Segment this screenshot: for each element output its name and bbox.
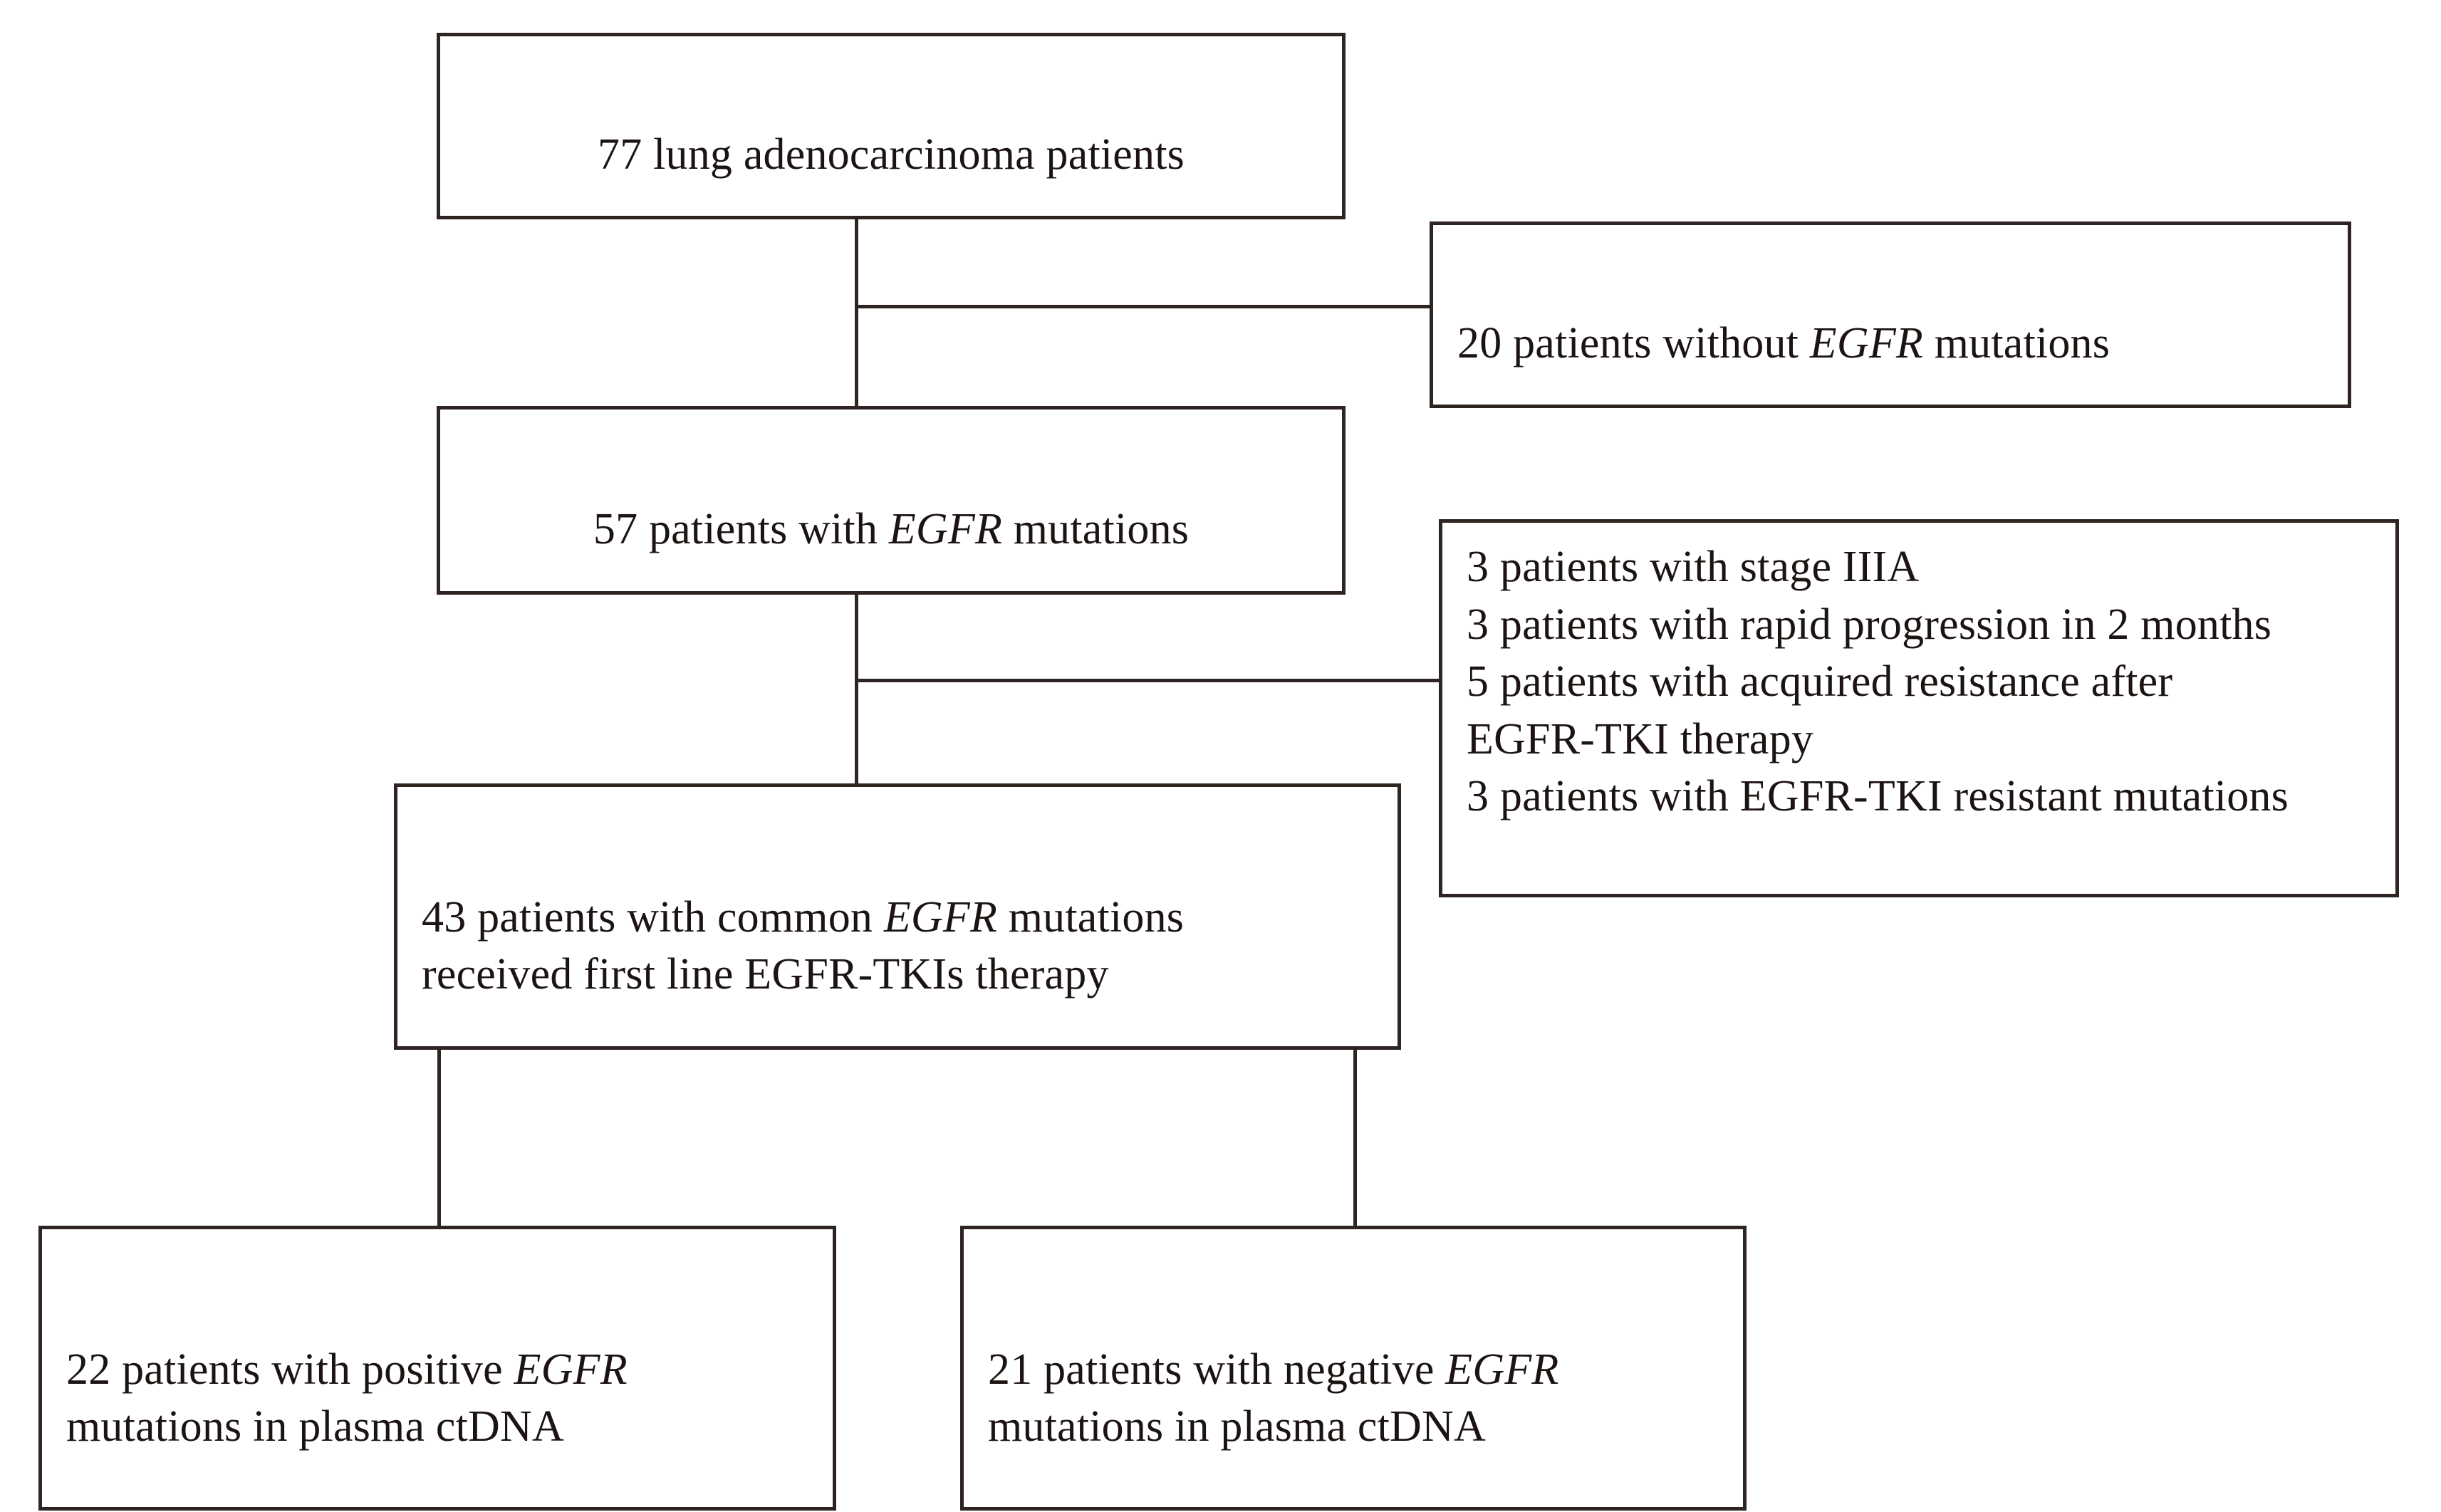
node-common-mutations-prefix: 43 patients with common: [422, 892, 884, 942]
node-egfr-mutations-suffix: mutations: [1002, 504, 1190, 553]
node-ctdna-negative: 21 patients with negative EGFR mutations…: [960, 1226, 1747, 1511]
node-egfr-mutations: 57 patients with EGFR mutations: [437, 406, 1346, 595]
node-excluded-no-egfr-label: 20 patients without EGFR mutations: [1433, 257, 2348, 372]
node-ctdna-negative-suffix: mutations in plasma ctDNA: [988, 1402, 1486, 1451]
connector-egfr-to-common: [855, 593, 858, 786]
node-egfr-mutations-prefix: 57 patients with: [593, 504, 889, 553]
gene-name-egfr: EGFR: [888, 504, 1003, 553]
node-total-cohort: 77 lung adenocarcinoma patients: [437, 33, 1346, 219]
node-excluded-other-label: 3 patients with stage IIIA 3 patients wi…: [1467, 543, 2289, 821]
node-common-mutations-label: 43 patients with common EGFR mutations r…: [397, 787, 1398, 1003]
node-ctdna-positive-label: 22 patients with positive EGFR mutations…: [42, 1229, 833, 1456]
node-excluded-no-egfr-prefix: 20 patients without: [1457, 319, 1810, 367]
node-ctdna-negative-prefix: 21 patients with negative: [988, 1345, 1446, 1394]
gene-name-egfr: EGFR: [1445, 1345, 1559, 1394]
node-total-cohort-text: 77 lung adenocarcinoma patients: [598, 130, 1185, 179]
node-ctdna-positive-prefix: 22 patients with positive: [66, 1345, 514, 1394]
connector-egfr-to-excluded-other: [855, 679, 1441, 682]
node-excluded-no-egfr-suffix: mutations: [1923, 319, 2110, 367]
gene-name-egfr: EGFR: [1809, 319, 1923, 367]
node-ctdna-positive-suffix: mutations in plasma ctDNA: [66, 1402, 564, 1451]
gene-name-egfr: EGFR: [883, 892, 998, 942]
node-common-mutations-suffix: mutations received first line EGFR-TKIs …: [422, 892, 1185, 999]
node-ctdna-negative-label: 21 patients with negative EGFR mutations…: [964, 1229, 1743, 1456]
connector-common-to-ctdna-positive: [437, 1048, 441, 1228]
connector-total-to-excluded-no-egfr: [855, 305, 1432, 308]
gene-name-egfr: EGFR: [514, 1345, 628, 1394]
node-ctdna-positive: 22 patients with positive EGFR mutations…: [38, 1226, 836, 1511]
node-total-cohort-label: 77 lung adenocarcinoma patients: [440, 68, 1342, 183]
connector-common-to-ctdna-negative: [1353, 1048, 1357, 1228]
node-excluded-no-egfr: 20 patients without EGFR mutations: [1430, 221, 2351, 408]
node-excluded-other: 3 patients with stage IIIA 3 patients wi…: [1439, 519, 2399, 897]
node-common-mutations: 43 patients with common EGFR mutations r…: [394, 783, 1401, 1050]
connector-total-to-egfr: [855, 217, 858, 408]
node-egfr-mutations-label: 57 patients with EGFR mutations: [440, 443, 1342, 558]
